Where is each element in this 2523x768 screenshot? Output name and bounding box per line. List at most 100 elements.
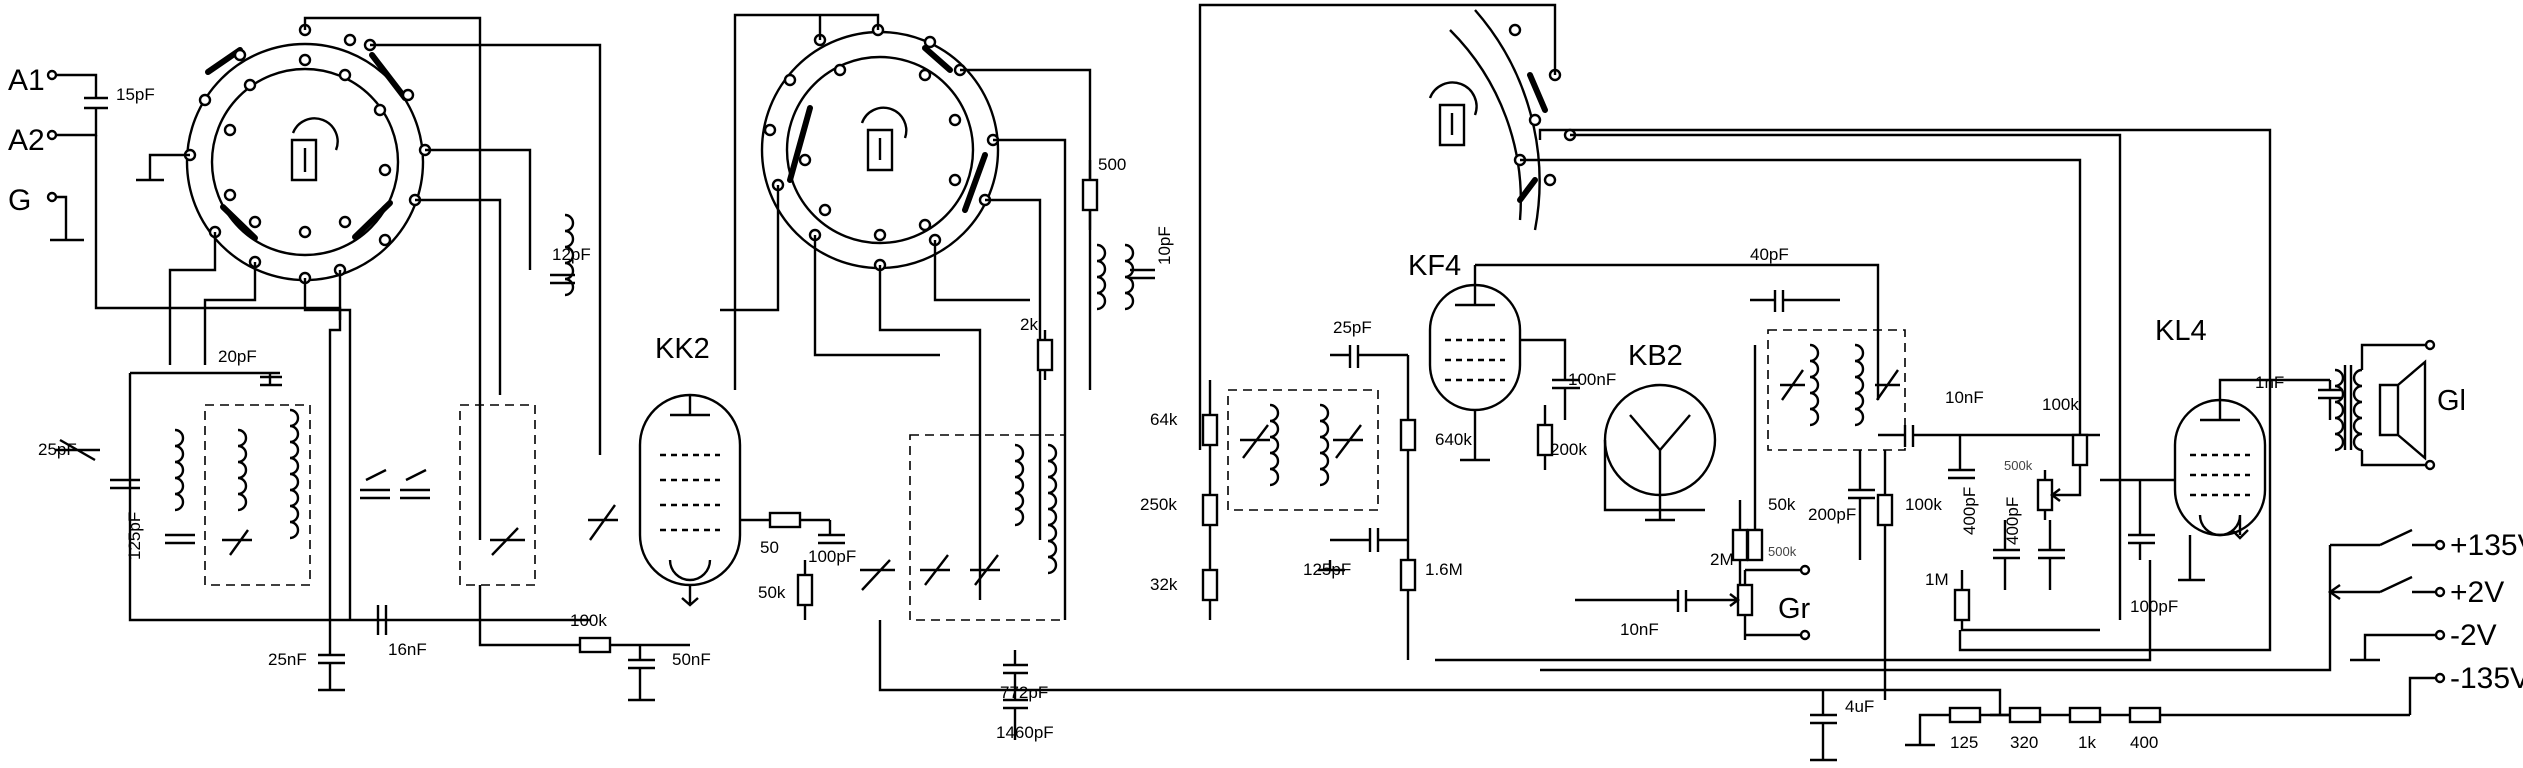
shield-can-2 (459, 404, 536, 586)
resistor-50k-b (1746, 528, 1764, 562)
tube-kb2-label: KB2 (1628, 340, 1683, 372)
cap-772pF-label: 772pF (1000, 683, 1048, 702)
resistor-2M (1731, 528, 1749, 562)
resistor-320 (2008, 706, 2042, 724)
if-transformer-2 (1767, 329, 1906, 451)
resistor-50 (768, 511, 802, 529)
cap-100pF-a-label: 100pF (808, 547, 856, 566)
cap-15pF-label: 15pF (116, 85, 155, 104)
resistor-2k (1036, 338, 1054, 372)
tube-kl4: 10nF 400pF 400pF 500k 100k 1M KL4 100pF … (1878, 315, 2466, 632)
terminal-gr-2[interactable] (1799, 629, 1811, 641)
res-640k-label: 640k (1435, 430, 1472, 449)
power-supply: +135V +2V -2V -135V 125 320 1k 400 4uF (878, 128, 2523, 762)
terminal-gl-1[interactable] (2424, 339, 2436, 351)
tube-kf4-label: KF4 (1408, 250, 1461, 282)
terminal-minus-2v-label: -2V (2450, 619, 2497, 652)
speaker-icon (2378, 359, 2427, 461)
shield-can-3 (909, 434, 1066, 621)
cap-25nF-label: 25nF (268, 650, 307, 669)
res-250k-label: 250k (1140, 495, 1177, 514)
resistor-100k-b (1876, 493, 1894, 527)
cap-200pF-label: 200pF (1808, 505, 1856, 524)
cap-16nF-label: 16nF (388, 640, 427, 659)
tube-kf4: KF4 640k 100nF 200k (1408, 250, 1880, 470)
res-200k-label: 200k (1550, 440, 1587, 459)
terminal-gl-label: Gl (2437, 385, 2466, 417)
res-320-label: 320 (2010, 733, 2038, 752)
resistor-1M (1953, 588, 1971, 622)
cap-100pF-b-label: 100pF (2130, 597, 2178, 616)
resistor-100k-a (578, 636, 612, 654)
band-switch-1 (136, 16, 602, 620)
res-1k-label: 1k (2078, 733, 2096, 752)
pot-500k-b-label: 500k (2004, 458, 2033, 473)
terminal-g-label: G (8, 184, 31, 217)
resistor-32k (1201, 568, 1219, 602)
cap-125pF-b-label: 125pF (1303, 560, 1351, 579)
antenna-inputs: A1 A2 G 15pF (8, 64, 342, 320)
cap-100nF-label: 100nF (1568, 370, 1616, 389)
cap-10pF-label: 10pF (1155, 226, 1174, 265)
if-stage-1: 64k 250k 32k 25pF 125pF 1.6M (1140, 318, 1463, 660)
res-100k-c-label: 100k (2042, 395, 2079, 414)
terminal-minus-2v[interactable] (2434, 629, 2446, 641)
tube-kb2: KB2 40pF 200pF 2M 50k 500k Gr 10nF 100k (1575, 245, 1942, 700)
resistor-640k (1399, 418, 1417, 452)
cap-20pF-label: 20pF (218, 347, 257, 366)
terminal-a1-label: A1 (8, 64, 45, 97)
terminal-minus-135v[interactable] (2434, 672, 2446, 684)
res-50-label: 50 (760, 538, 779, 557)
resistor-500 (1081, 178, 1099, 212)
terminal-g[interactable] (46, 191, 58, 203)
res-2M-label: 2M (1710, 550, 1734, 569)
potentiometer-500k-b (2036, 478, 2054, 512)
cap-400pF-b-label: 400pF (2003, 497, 2022, 545)
resistor-250k (1201, 493, 1219, 527)
input-filter-network: 20pF 25pF 125pF 25nF 16nF 100k 50nF 12pF (38, 213, 711, 702)
cap-50nF-label: 50nF (672, 650, 711, 669)
terminal-plus-135v[interactable] (2434, 539, 2446, 551)
terminal-gr-1[interactable] (1799, 564, 1811, 576)
res-32k-label: 32k (1150, 575, 1178, 594)
potentiometer-500k-a (1736, 583, 1754, 617)
res-2k-label: 2k (1020, 315, 1038, 334)
shield-can-1 (204, 404, 311, 586)
tube-kk2: KK2 50 100pF 50k (588, 333, 895, 620)
res-400-label: 400 (2130, 733, 2158, 752)
res-125-label: 125 (1950, 733, 1978, 752)
cap-12pF-label: 12pF (552, 245, 591, 264)
cap-4uF-label: 4uF (1845, 697, 1874, 716)
cap-400pF-a-label: 400pF (1960, 487, 1979, 535)
res-50k-a-label: 50k (758, 583, 786, 602)
terminal-a2[interactable] (46, 129, 58, 141)
cap-10nF-b-label: 10nF (1945, 388, 1984, 407)
res-1-6M-label: 1.6M (1425, 560, 1463, 579)
terminal-plus-2v[interactable] (2434, 586, 2446, 598)
if-transformer-1 (1227, 389, 1379, 511)
oscillator-coils: 500 10pF 2k 772pF 1460pF (909, 155, 1174, 742)
resistor-1-6M (1399, 558, 1417, 592)
resistor-1k (2068, 706, 2102, 724)
resistor-400 (2128, 706, 2162, 724)
terminal-minus-135v-label: -135V (2450, 662, 2523, 695)
terminal-a1[interactable] (46, 69, 58, 81)
res-50k-b-label: 50k (1768, 495, 1796, 514)
resistor-200k (1536, 423, 1554, 457)
cap-10nF-a-label: 10nF (1620, 620, 1659, 639)
pot-500k-a-label: 500k (1768, 544, 1797, 559)
cap-40pF-label: 40pF (1750, 245, 1789, 264)
tube-kk2-label: KK2 (655, 333, 710, 365)
cap-25pF-b-label: 25pF (1333, 318, 1372, 337)
terminal-a2-label: A2 (8, 124, 45, 157)
res-64k-label: 64k (1150, 410, 1178, 429)
cap-1460pF-label: 1460pF (996, 723, 1054, 742)
tube-kl4-label: KL4 (2155, 315, 2207, 347)
resistor-50k-a (796, 573, 814, 607)
res-500-label: 500 (1098, 155, 1126, 174)
terminal-gl-2[interactable] (2424, 459, 2436, 471)
res-100k-b-label: 100k (1905, 495, 1942, 514)
res-100k-a-label: 100k (570, 611, 607, 630)
terminal-plus-135v-label: +135V (2450, 529, 2523, 562)
